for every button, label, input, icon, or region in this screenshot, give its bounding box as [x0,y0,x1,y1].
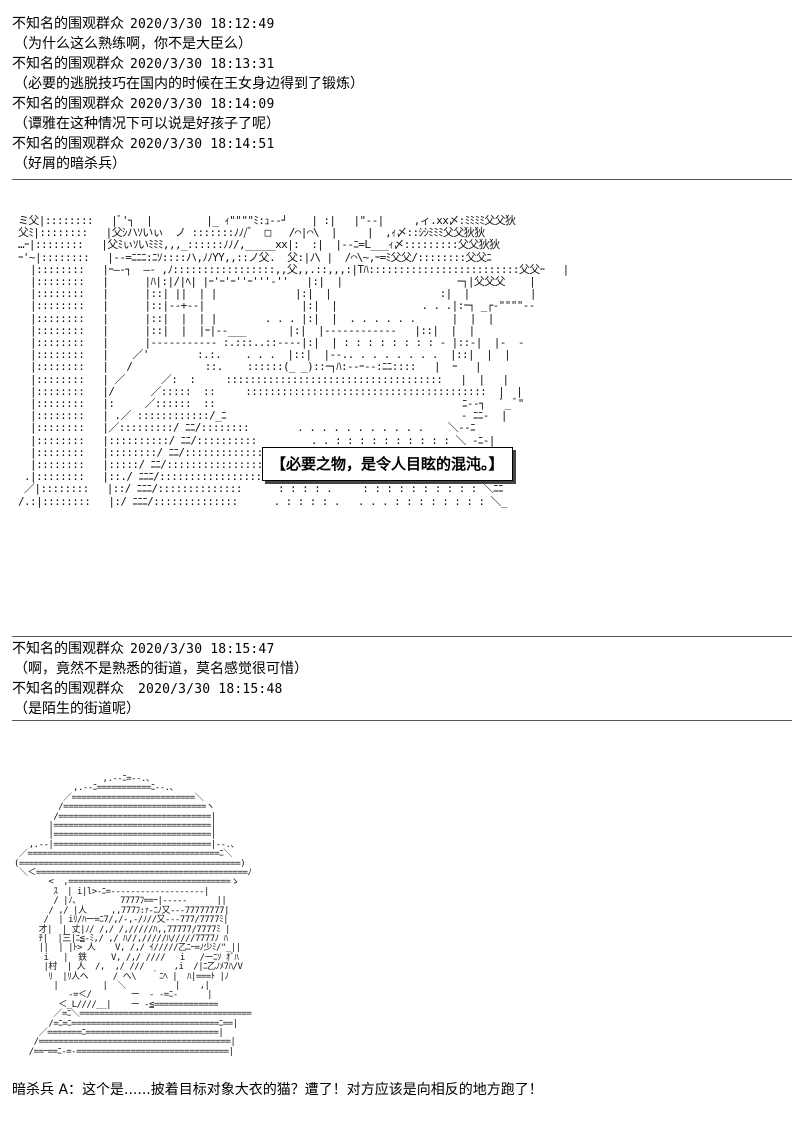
assassin-dialogue: 暗杀兵 A：这个是......披着目标对象大衣的猫？遭了！对方应该是向相反的地方… [12,1082,543,1098]
chat-message: （啊，竟然不是熟悉的街道，莫名感觉很可惜） [14,661,308,677]
chat-header: 不知名的围观群众 2020/3/30 18:13:31 [12,54,792,74]
username: 不知名的围观群众 [12,96,124,112]
chat-message: （是陌生的街道呢） [14,701,140,717]
chat-log-middle: 不知名的围观群众 2020/3/30 18:15:47 （啊，竟然不是熟悉的街道，… [12,639,792,719]
ascii-art-cat-in-hat: ,.-‐ﾆ=‐-.、 ,.-‐ﾆ===========ﾆ‐-.、 ／======… [14,775,314,1075]
timestamp: 2020/3/30 18:14:09 [130,97,275,112]
divider-top [12,179,792,180]
ascii-art-street-scene: ミ父|:::::::: |ﾞ'┐ | |_ ｨ""""ﾐ:ｭ--┘ | :| |… [18,215,728,615]
chat-message: （好屑的暗杀兵） [14,156,126,172]
username: 不知名的围观群众 [12,16,124,32]
chat-message: （谭雅在这种情况下可以说是好孩子了呢） [14,116,280,132]
timestamp: 2020/3/30 18:13:31 [130,57,275,72]
scene-caption: 【必要之物，是令人目眩的混沌。】 [262,447,513,481]
chat-message: （必要的逃脱技巧在国内的时候在王女身边得到了锻炼） [14,76,364,92]
timestamp: 2020/3/30 18:15:47 [130,642,275,657]
chat-header: 不知名的围观群众 2020/3/30 18:14:09 [12,94,792,114]
timestamp: 2020/3/30 18:14:51 [130,137,275,152]
ascii-art-text: ,.-‐ﾆ=‐-.、 ,.-‐ﾆ===========ﾆ‐-.、 ／======… [14,775,252,1057]
chat-log-top: 不知名的围观群众 2020/3/30 18:12:49 （为什么这么熟练啊，你不是… [12,14,792,174]
ascii-art-text: ミ父|:::::::: |ﾞ'┐ | |_ ｨ""""ﾐ:ｭ--┘ | :| |… [18,215,569,508]
divider-middle-top [12,636,792,637]
chat-header: 不知名的围观群众 2020/3/30 18:14:51 [12,134,792,154]
username: 不知名的围观群众 [12,681,124,697]
chat-message: （为什么这么熟练啊，你不是大臣么） [14,36,252,52]
username: 不知名的围观群众 [12,56,124,72]
chat-header: 不知名的围观群众 2020/3/30 18:15:48 [12,679,792,699]
chat-header: 不知名的围观群众 2020/3/30 18:12:49 [12,14,792,34]
divider-middle-bottom [12,720,792,721]
timestamp: 2020/3/30 18:12:49 [130,17,275,32]
username: 不知名的围观群众 [12,641,124,657]
username: 不知名的围观群众 [12,136,124,152]
chat-header: 不知名的围观群众 2020/3/30 18:15:47 [12,639,792,659]
timestamp: 2020/3/30 18:15:48 [130,682,283,697]
